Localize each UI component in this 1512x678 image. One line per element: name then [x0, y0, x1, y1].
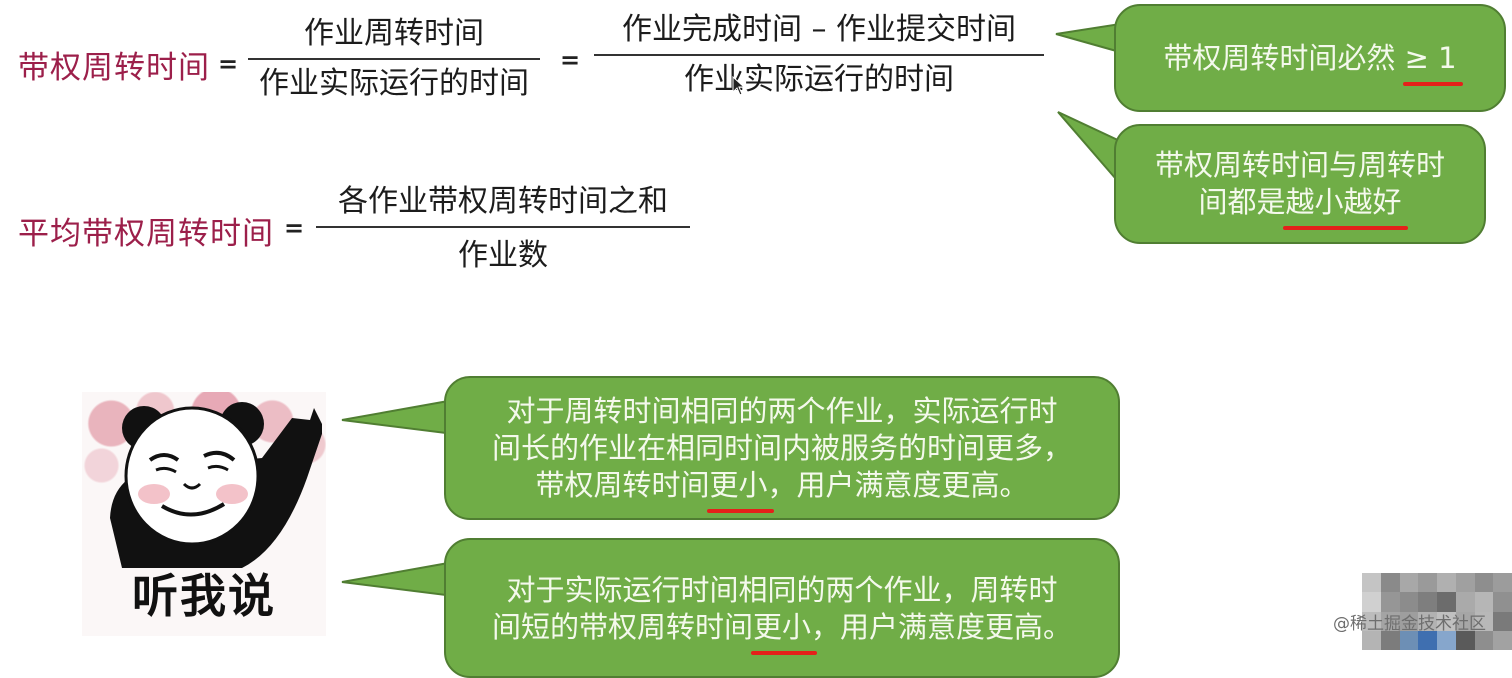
explanation-text: 对于周转时间相同的两个作业，实际运行时 间长的作业在相同时间内被服务的时间更多，… [491, 393, 1072, 513]
denominator: 作业实际运行的时间 [684, 62, 954, 97]
panda-meme-image: 听我说 [82, 392, 326, 636]
underlined-smaller-better: 越小越好 [1283, 185, 1408, 230]
callout-text: 带权周转时间必然 ≥ 1 [1163, 40, 1463, 86]
callout-tail [341, 560, 455, 598]
fraction-turnaround-over-runtime: 作业周转时间 作业实际运行的时间 [248, 16, 540, 102]
watermark: @稀土掘金技术社区 [1333, 614, 1486, 634]
equals-sign: = [218, 50, 239, 78]
denominator: 作业数 [458, 238, 548, 273]
numerator: 作业周转时间 [304, 16, 484, 51]
explanation-text: 对于实际运行时间相同的两个作业，周转时 间短的带权周转时间更小，用户满意度更高。 [491, 573, 1073, 655]
mouse-cursor-icon [732, 76, 746, 96]
pixelated-region [1362, 573, 1512, 650]
fraction-bar [316, 226, 690, 228]
equals-sign-3: = [284, 214, 305, 242]
callout-smaller-is-better: 带权周转时间与周转时 间都是越小越好 [1114, 124, 1486, 244]
denominator: 作业实际运行的时间 [259, 66, 529, 101]
callout-must-be-ge-1: 带权周转时间必然 ≥ 1 [1114, 4, 1506, 112]
numerator: 各作业带权周转时间之和 [338, 184, 668, 219]
underlined-smaller: 更小 [707, 467, 774, 513]
underlined-ge-1: ≥ 1 [1402, 40, 1463, 86]
fraction-bar [594, 54, 1044, 56]
underlined-smaller: 更小 [750, 610, 818, 655]
equals-sign-2: = [560, 46, 581, 74]
explanation-same-runtime: 对于实际运行时间相同的两个作业，周转时 间短的带权周转时间更小，用户满意度更高。 [444, 538, 1120, 678]
term-avg-weighted-turnaround: 平均带权周转时间 [18, 216, 274, 252]
callout-tail [341, 398, 455, 436]
fraction-complete-minus-submit: 作业完成时间 – 作业提交时间 作业实际运行的时间 [594, 12, 1044, 98]
callout-text: 带权周转时间与周转时 间都是越小越好 [1154, 148, 1445, 230]
meme-caption: 听我说 [132, 569, 276, 623]
term-weighted-turnaround: 带权周转时间 [18, 50, 210, 86]
fraction-sum-over-count: 各作业带权周转时间之和 作业数 [316, 184, 690, 274]
fraction-bar [248, 58, 540, 60]
numerator: 作业完成时间 – 作业提交时间 [621, 12, 1017, 47]
explanation-same-turnaround: 对于周转时间相同的两个作业，实际运行时 间长的作业在相同时间内被服务的时间更多，… [444, 376, 1120, 520]
panda-face-icon [110, 402, 322, 568]
